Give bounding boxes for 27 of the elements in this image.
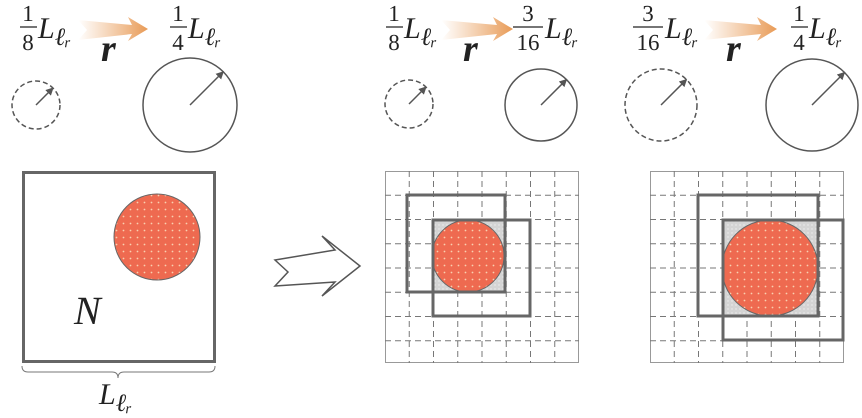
- variable-label: r: [463, 30, 478, 68]
- variable-label: r: [101, 30, 116, 68]
- fraction-number: 16: [516, 31, 540, 54]
- fraction-number: 4: [171, 31, 185, 54]
- fraction-number: 1: [792, 2, 806, 25]
- fraction-number: 4: [792, 31, 806, 54]
- fraction-number: 1: [171, 2, 185, 25]
- fraction-number: 8: [21, 31, 35, 54]
- fraction-number: 3: [641, 2, 655, 25]
- fraction-number: 8: [387, 31, 401, 54]
- fraction-number: 16: [636, 31, 660, 54]
- block-arrow: [273, 235, 362, 297]
- math-symbol: L$_{ℓᵣ}$: [188, 14, 222, 50]
- grid-panel: [385, 171, 579, 363]
- variable-label: N: [74, 291, 101, 331]
- math-symbol: L$_{ℓᵣ}$: [99, 380, 132, 416]
- math-symbol: L$_{ℓᵣ}$: [665, 14, 698, 50]
- grid-panel: [650, 171, 844, 363]
- fraction-number: 1: [387, 2, 401, 25]
- fraction-number: 1: [21, 2, 35, 25]
- square-panel: [22, 171, 216, 363]
- math-symbol: L$_{ℓᵣ}$: [545, 14, 578, 50]
- math-symbol: L$_{ℓᵣ}$: [38, 14, 72, 50]
- math-symbol: L$_{ℓᵣ}$: [404, 14, 438, 50]
- fraction-number: 3: [521, 2, 535, 25]
- variable-label: r: [726, 30, 741, 68]
- math-symbol: L$_{ℓᵣ}$: [809, 14, 842, 50]
